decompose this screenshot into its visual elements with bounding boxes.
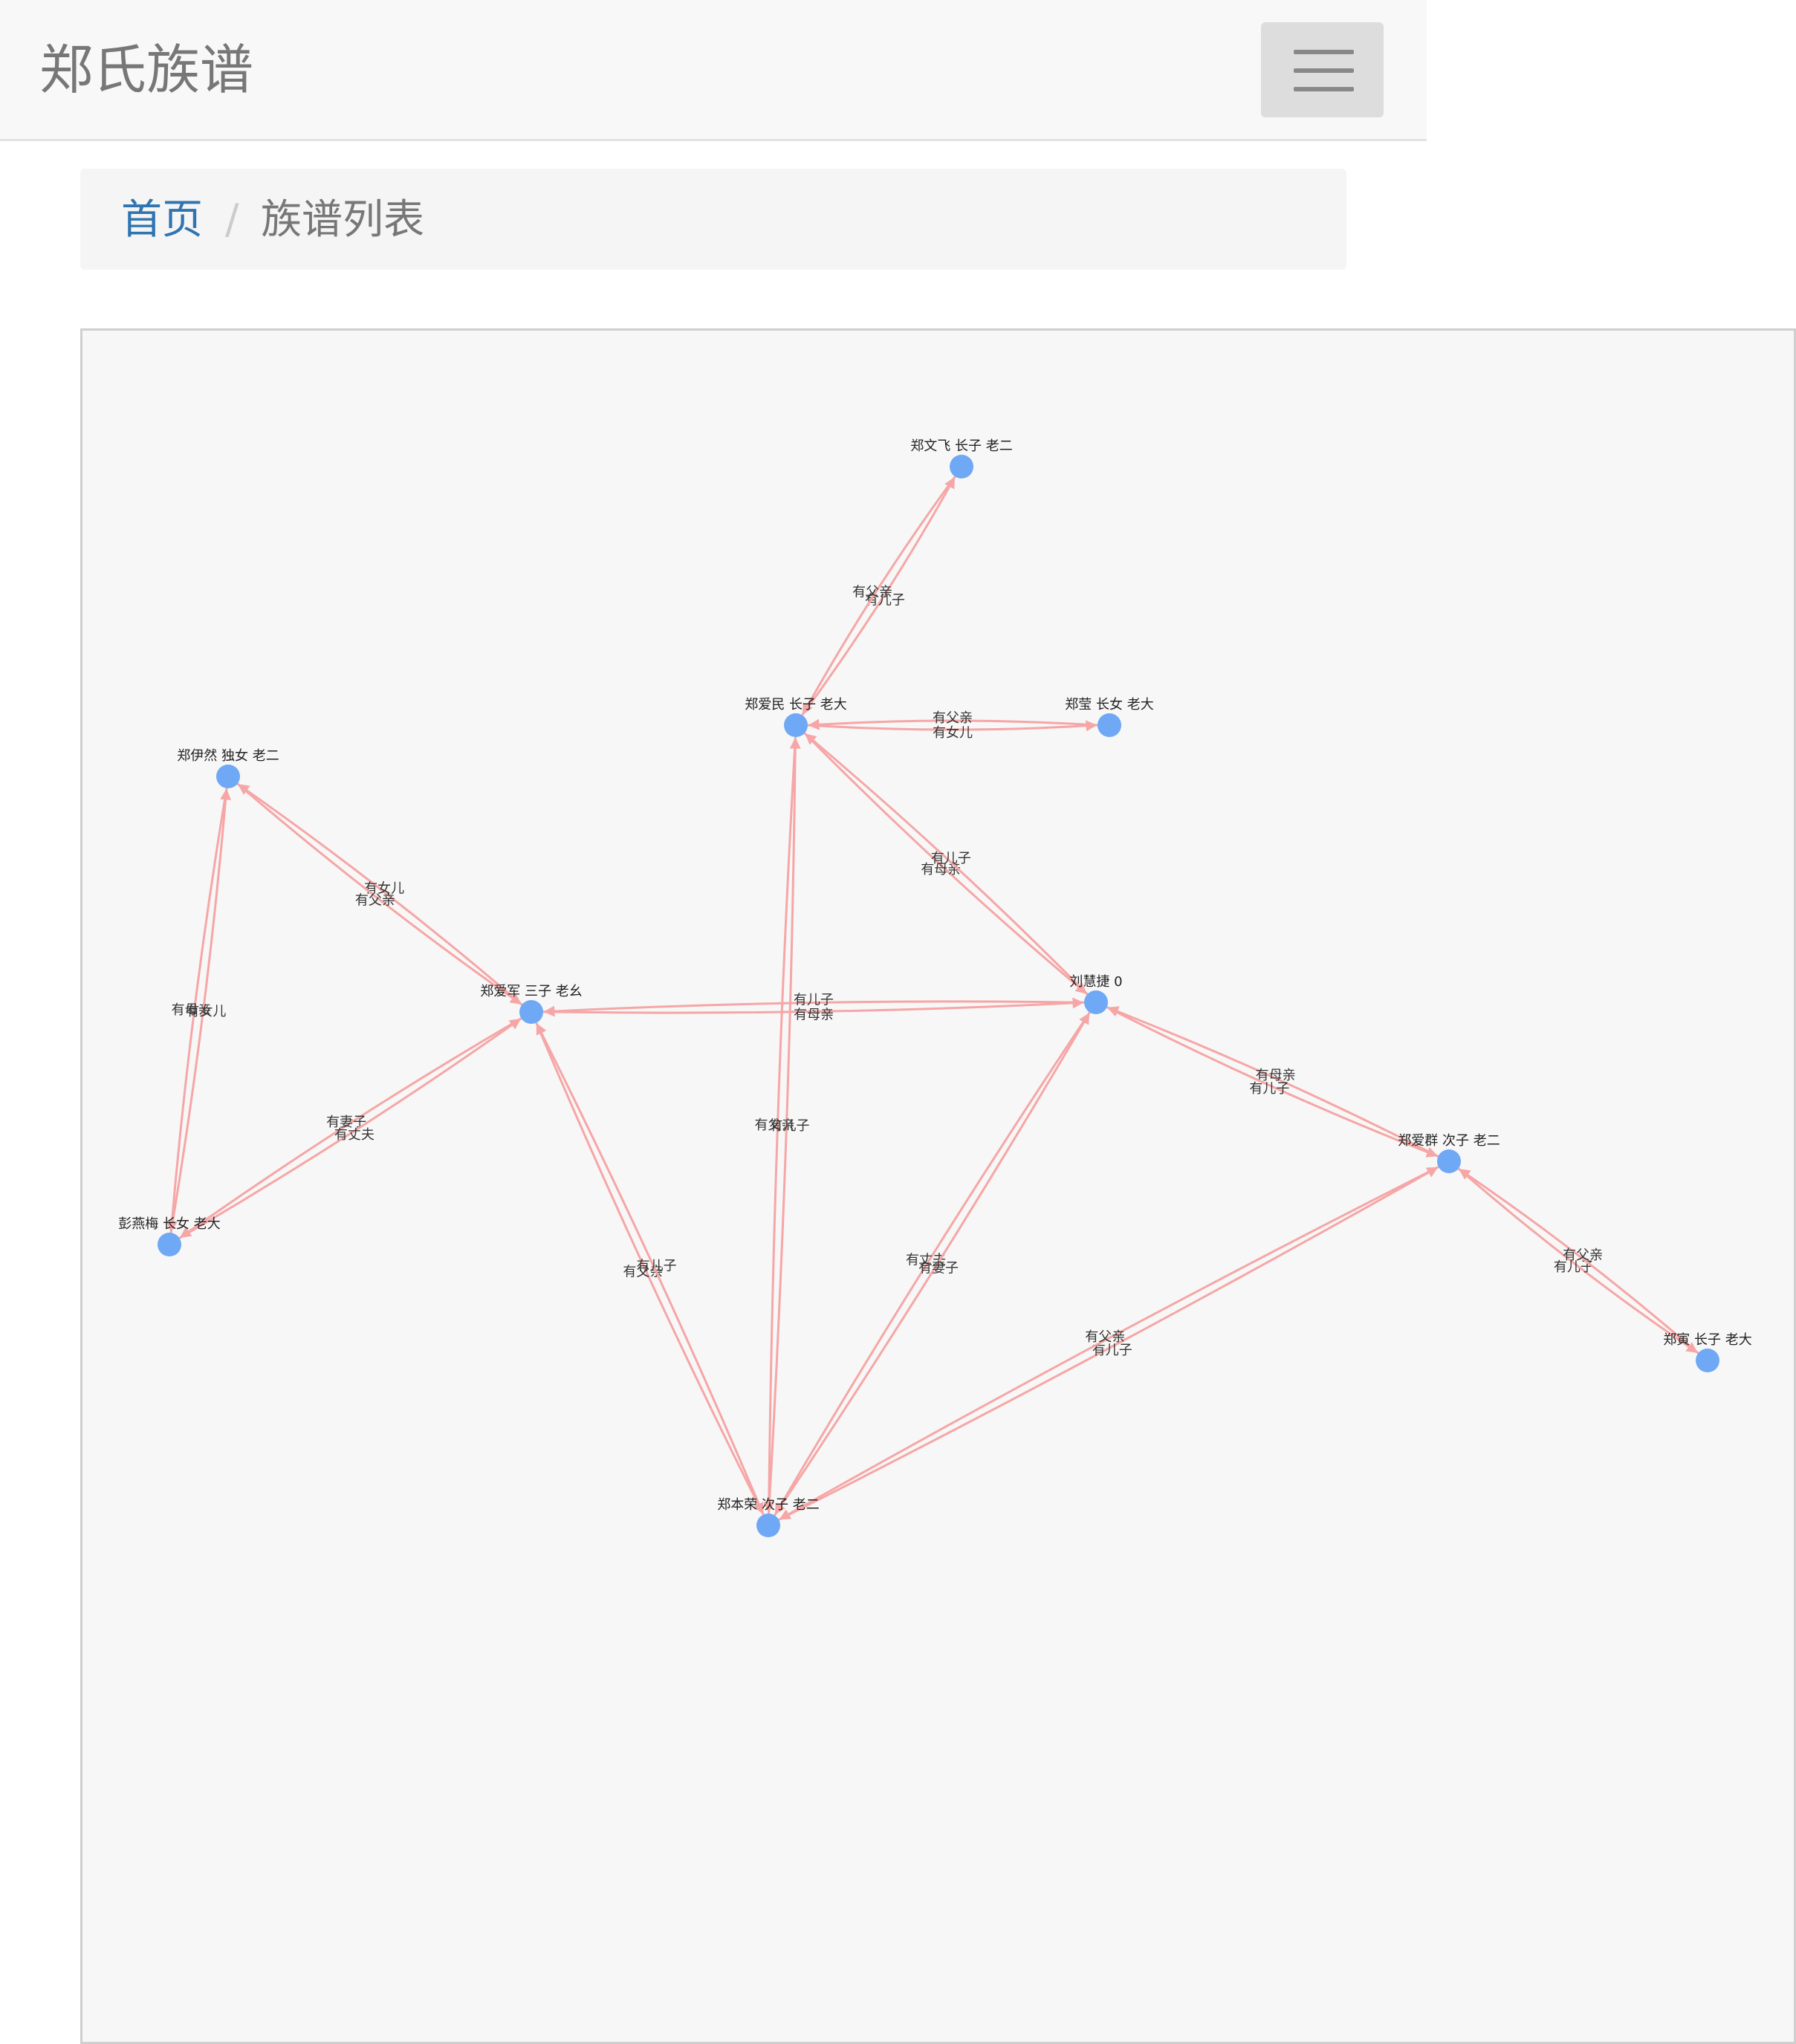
person-node[interactable]: 刘慧捷 0	[1069, 974, 1123, 1014]
relation-label: 有母亲	[921, 862, 961, 877]
relation-edge	[1459, 1168, 1699, 1354]
relation-edge	[543, 1000, 1085, 1017]
relation-edge	[774, 1012, 1090, 1516]
relation-edge	[763, 736, 797, 1513]
relation-label: 有女儿	[933, 725, 973, 741]
relation-label: 有母亲	[1256, 1068, 1296, 1083]
relation-edge	[808, 718, 1098, 730]
person-node-circle[interactable]	[1084, 990, 1108, 1014]
relation-edge	[778, 1167, 1439, 1521]
relation-edge	[542, 997, 1084, 1014]
relation-edge	[169, 788, 232, 1233]
relation-label: 有母亲	[172, 1002, 212, 1018]
navbar: 郑氏族谱	[0, 0, 1427, 141]
breadcrumb-current: 族谱列表	[261, 195, 425, 243]
relation-edge	[774, 1011, 1091, 1516]
person-node-circle[interactable]	[216, 765, 240, 788]
relation-edge	[535, 1022, 764, 1515]
relation-label: 有儿子	[1249, 1081, 1289, 1097]
family-tree-graph[interactable]: 有儿子有父亲有女儿有父亲有母亲有儿子有女儿有父亲有母亲有儿子有母亲有女儿有妻子有…	[80, 328, 1796, 2044]
edge-layer: 有儿子有父亲有女儿有父亲有母亲有儿子有女儿有父亲有母亲有儿子有母亲有女儿有妻子有…	[166, 476, 1699, 1521]
person-node-label: 郑爱民 长子 老大	[745, 697, 846, 713]
relation-label: 有妻子	[918, 1260, 959, 1276]
relation-edge	[768, 737, 801, 1514]
person-node-label: 彭燕梅 长女 老大	[118, 1216, 220, 1232]
person-node[interactable]: 郑爱群 次子 老二	[1398, 1133, 1500, 1173]
relation-label: 有父亲	[1085, 1329, 1125, 1345]
person-node-label: 郑文飞 长子 老二	[910, 438, 1012, 454]
relation-label: 有母亲	[794, 1007, 834, 1022]
relation-label: 有女儿	[186, 1004, 226, 1019]
person-node-label: 郑伊然 独女 老二	[177, 748, 279, 764]
relation-edge	[166, 788, 228, 1233]
relation-edge	[237, 783, 523, 1006]
relation-label: 有父亲	[755, 1117, 795, 1133]
relation-label: 有女儿	[364, 881, 404, 897]
relation-edge	[803, 732, 1087, 994]
relation-label: 有父亲	[1563, 1248, 1603, 1263]
person-node[interactable]: 彭燕梅 长女 老大	[118, 1216, 221, 1256]
brand-title[interactable]: 郑氏族谱	[39, 39, 254, 101]
relation-label: 有儿子	[931, 851, 971, 866]
person-node-label: 刘慧捷 0	[1069, 974, 1122, 990]
person-node-circle[interactable]	[784, 713, 808, 737]
relation-label: 有父亲	[933, 710, 973, 726]
relation-edge	[802, 476, 956, 716]
relation-label: 有丈夫	[334, 1127, 375, 1143]
person-node-label: 郑本荣 次子 老二	[717, 1497, 819, 1513]
relation-edge	[536, 1023, 765, 1516]
relation-label: 有儿子	[1554, 1259, 1594, 1275]
person-node[interactable]: 郑寅 长子 老大	[1663, 1332, 1752, 1372]
menu-toggle-button[interactable]	[1261, 22, 1384, 117]
graph-canvas[interactable]: 有儿子有父亲有女儿有父亲有母亲有儿子有女儿有父亲有母亲有儿子有母亲有女儿有妻子有…	[82, 331, 1794, 2042]
person-node[interactable]: 郑本荣 次子 老二	[717, 1497, 820, 1537]
person-node-label: 郑爱群 次子 老二	[1398, 1133, 1500, 1149]
relation-edge	[805, 733, 1089, 996]
person-node-label: 郑莹 长女 老大	[1065, 697, 1153, 713]
person-node[interactable]: 郑文飞 长子 老二	[910, 438, 1013, 478]
relation-edge	[1106, 1006, 1438, 1158]
relation-label: 有儿子	[865, 592, 905, 608]
breadcrumb-home-link[interactable]: 首页	[121, 195, 204, 243]
relation-edge	[179, 1017, 522, 1239]
person-node-circle[interactable]	[1098, 713, 1121, 737]
relation-edge	[779, 1166, 1439, 1520]
relation-edge	[1107, 1006, 1439, 1158]
relation-label: 有儿子	[637, 1258, 677, 1274]
person-node-circle[interactable]	[756, 1513, 780, 1537]
relation-edge	[801, 476, 956, 716]
relation-label: 有丈夫	[906, 1253, 946, 1268]
person-node-label: 郑寅 长子 老大	[1663, 1332, 1751, 1348]
person-node-circle[interactable]	[1696, 1349, 1719, 1372]
relation-edge	[1457, 1167, 1698, 1354]
relation-edge	[178, 1018, 522, 1239]
relation-label: 有妻子	[326, 1115, 366, 1130]
relation-label: 有儿子	[794, 993, 834, 1008]
relation-label: 有父亲	[355, 892, 395, 908]
breadcrumb: 首页 / 族谱列表	[80, 169, 1346, 270]
person-node-circle[interactable]	[1437, 1149, 1461, 1173]
person-node-circle[interactable]	[158, 1233, 181, 1256]
relation-label: 有父亲	[852, 585, 892, 600]
person-node-label: 郑爱军 三子 老幺	[480, 984, 582, 999]
person-node[interactable]: 郑爱民 长子 老大	[745, 697, 847, 737]
relation-label: 有儿子	[1092, 1343, 1132, 1358]
relation-edge	[236, 782, 522, 1005]
person-node-circle[interactable]	[519, 1000, 543, 1024]
person-node-circle[interactable]	[950, 455, 973, 478]
breadcrumb-separator: /	[225, 195, 239, 243]
relation-label: 有父亲	[623, 1265, 663, 1280]
relation-edge	[807, 720, 1098, 732]
person-node[interactable]: 郑伊然 独女 老二	[177, 748, 279, 788]
relation-label: 有儿子	[769, 1118, 809, 1134]
person-node[interactable]: 郑莹 长女 老大	[1065, 697, 1154, 737]
person-node[interactable]: 郑爱军 三子 老幺	[480, 984, 583, 1024]
